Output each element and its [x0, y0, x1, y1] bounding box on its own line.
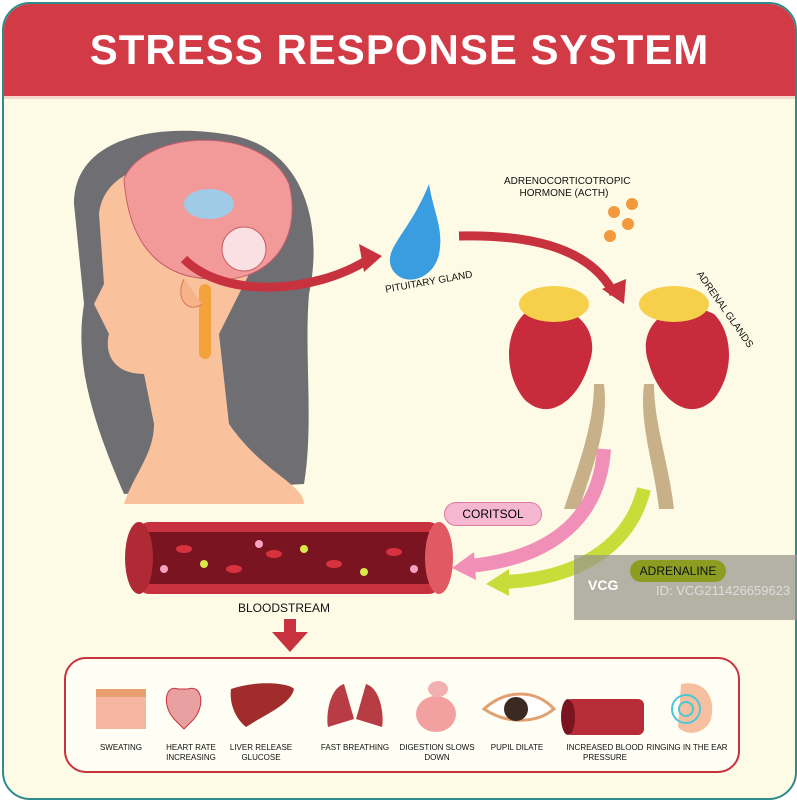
page-title: STRESS RESPONSE SYSTEM: [89, 26, 710, 73]
blood-vessel-icon: [125, 522, 453, 594]
eye-icon: [481, 692, 557, 722]
down-arrow-icon: [272, 619, 308, 652]
effects-panel: SWEATING HEART RATE INCREASING LIVER REL…: [64, 657, 740, 773]
kidney-right-icon: [639, 286, 729, 509]
watermark-logo: VCG: [588, 577, 619, 593]
pituitary-gland-icon: [389, 184, 441, 280]
blood-vessel-icon: [561, 699, 644, 735]
effect-label: SWEATING: [99, 743, 143, 752]
watermark-id: ID: VCG211426659623: [656, 583, 791, 598]
effect-label: RINGING IN THE EAR: [646, 743, 728, 752]
effect-label: PUPIL DILATE: [490, 743, 544, 752]
cortisol-badge: CORITSOL: [444, 502, 542, 526]
diagram-illustration: [74, 130, 729, 652]
effect-label: FAST BREATHING: [320, 743, 390, 752]
skin-icon: [96, 689, 146, 729]
bloodstream-label: BLOODSTREAM: [237, 601, 330, 615]
heart-icon: [165, 687, 202, 730]
adrenaline-badge: ADRENALINE: [630, 560, 726, 582]
ear-icon: [671, 683, 713, 733]
human-head-icon: [74, 130, 314, 504]
lungs-icon: [327, 684, 383, 727]
effect-label: LIVER RELEASE GLUCOSE: [229, 743, 293, 762]
liver-icon: [230, 683, 294, 727]
acth-molecules-icon: [604, 198, 638, 242]
acth-label: ADRENOCORTICOTROPIC HORMONE (ACTH): [504, 176, 631, 199]
effect-label: DIGESTION SLOWS DOWN: [399, 743, 475, 762]
effect-label: HEART RATE INCREASING: [166, 743, 216, 762]
header-banner: STRESS RESPONSE SYSTEM: [4, 4, 795, 99]
effect-label: INCREASED BLOOD PRESSURE: [566, 743, 644, 762]
digestive-icon: [416, 681, 456, 732]
kidney-left-icon: [509, 286, 605, 509]
